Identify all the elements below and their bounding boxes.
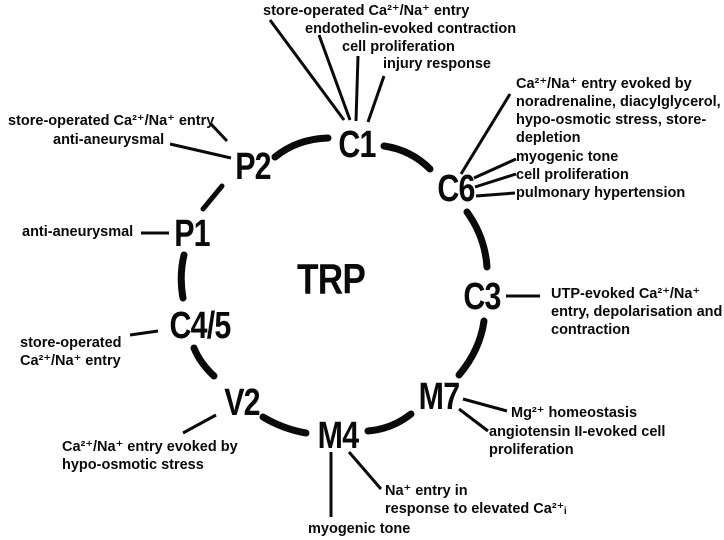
leader-line-p2-anti xyxy=(169,142,232,160)
leader-line-c1-endothelin xyxy=(317,34,352,121)
node-m4: M4 xyxy=(317,415,359,457)
leader-line-v2-entry xyxy=(182,413,217,435)
annotation-c6-proliferation: cell proliferation xyxy=(516,167,629,183)
node-m7: M7 xyxy=(418,376,460,418)
annotation-c3-utp: UTP-evoked Ca²⁺/Na⁺ entry, depolarisatio… xyxy=(551,286,723,338)
leader-line-c45-store xyxy=(129,329,159,337)
ring-arc-c1-c6 xyxy=(380,142,434,173)
node-c3: C3 xyxy=(463,276,501,318)
leader-line-c6-proliferation xyxy=(474,172,517,189)
ring-arc-c45-p1 xyxy=(177,251,188,302)
annotation-c6-myogenic: myogenic tone xyxy=(516,149,619,165)
leader-line-c6-entry xyxy=(459,93,512,175)
annotation-c6-entry: Ca²⁺/Na⁺ entry evoked by noradrenaline, … xyxy=(516,76,721,146)
node-v2: V2 xyxy=(224,382,260,424)
node-p1: P1 xyxy=(174,213,210,255)
leader-line-c6-pulmonary xyxy=(475,191,516,198)
ring-arc-m4-v2 xyxy=(259,413,310,437)
node-p2: P2 xyxy=(235,146,271,188)
ring-arc-m7-m4 xyxy=(364,410,415,435)
annotation-p2-anti: anti-aneurysmal xyxy=(53,132,165,148)
leader-line-p2-store xyxy=(208,121,229,143)
annotation-c1-proliferation: cell proliferation xyxy=(342,39,455,55)
annotation-p2-store: store-operated Ca²⁺/Na⁺ entry xyxy=(8,113,215,129)
leader-line-m7-angiotensin xyxy=(458,407,489,433)
center-title: TRP xyxy=(296,255,366,304)
leader-line-m7-mg xyxy=(462,397,508,413)
node-c1: C1 xyxy=(338,124,376,166)
annotation-m4-na: Na⁺ entry in response to elevated Ca²⁺ᵢ xyxy=(385,483,567,517)
annotation-c45-store: store-operated Ca²⁺/Na⁺ entry xyxy=(20,335,122,369)
ring-arc-c6-c3 xyxy=(463,208,491,271)
ring-arc-v2-c45 xyxy=(190,344,218,380)
annotation-c1-store: store-operated Ca²⁺/Na⁺ entry xyxy=(263,3,470,19)
leader-line-c1-store xyxy=(268,19,346,121)
annotation-c6-pulmonary: pulmonary hypertension xyxy=(516,185,686,201)
annotation-c1-injury: injury response xyxy=(383,56,491,72)
leader-line-m4-na xyxy=(347,451,383,490)
leader-line-c6-myogenic xyxy=(473,157,517,180)
leader-line-c1-proliferation xyxy=(354,55,360,122)
ring-arc-p1-p2 xyxy=(200,183,225,212)
node-c45: C4/5 xyxy=(169,305,231,347)
ring-arc-p2-c1 xyxy=(271,134,332,161)
annotation-m7-angiotensin: angiotensin II-evoked cell proliferation xyxy=(489,424,666,458)
annotation-c1-endothelin: endothelin-evoked contraction xyxy=(305,21,517,37)
ring-arc-c3-m7 xyxy=(455,317,488,379)
node-c6: C6 xyxy=(437,168,475,210)
annotation-v2-entry: Ca²⁺/Na⁺ entry evoked by hypo-osmotic st… xyxy=(62,439,238,473)
annotation-m7-mg: Mg²⁺ homeostasis xyxy=(511,405,638,421)
annotation-m4-myogenic: myogenic tone xyxy=(308,521,411,537)
leader-line-c1-injury xyxy=(366,75,386,123)
annotation-p1-anti: anti-aneurysmal xyxy=(22,224,134,240)
